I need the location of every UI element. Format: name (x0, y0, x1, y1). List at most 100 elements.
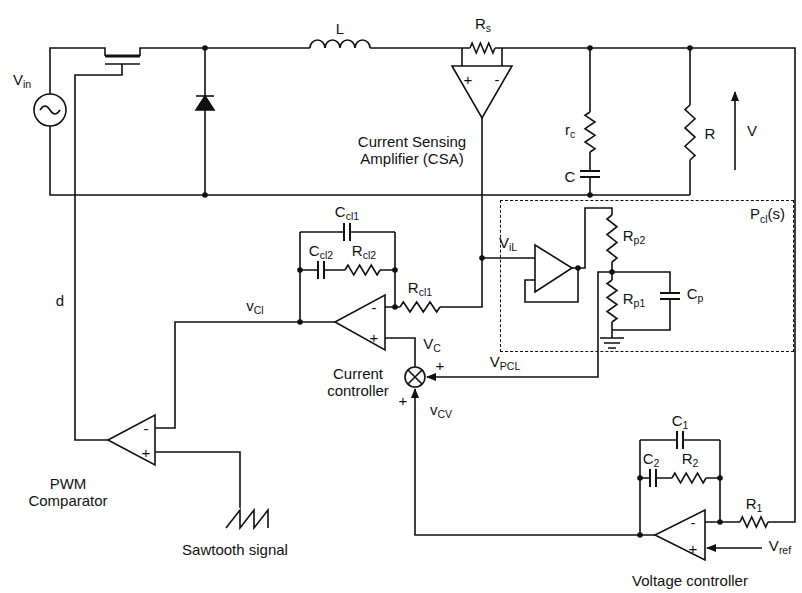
component-name: R (705, 125, 716, 142)
junction-dot (687, 45, 693, 51)
capacitor-symbol (580, 171, 600, 177)
pin-sign: + (399, 392, 408, 409)
csa-input (462, 48, 502, 66)
junction-dot (297, 319, 303, 325)
sawtooth-symbol (226, 510, 268, 528)
junction-dot (479, 255, 485, 261)
power-wire (495, 48, 795, 522)
power-wire (370, 47, 470, 49)
block-name: Voltage controller (632, 572, 748, 589)
current-feedback (300, 232, 395, 322)
block-name: Current Sensing Amplifier (CSA) (353, 133, 471, 167)
pin-sign: - (495, 71, 500, 88)
signal-name: V (747, 122, 757, 139)
csa-amplifier (452, 66, 512, 118)
junction-dot (575, 265, 581, 271)
resistor-symbol (400, 302, 440, 312)
resistor-symbol (345, 265, 380, 275)
component-name: Rp2 (623, 227, 646, 250)
junction-dot (637, 532, 643, 538)
signal-name: vCl (246, 297, 263, 320)
junction-dot (392, 304, 398, 310)
signal-name: VPCL (490, 353, 520, 376)
capacitor-symbol (677, 431, 683, 449)
junction-dot (609, 269, 615, 275)
pin-sign: + (436, 357, 445, 374)
pin-sign: + (689, 540, 698, 557)
component-name: Rcl1 (408, 279, 432, 302)
signal-name: vCV (430, 401, 452, 424)
sawtooth-wire (155, 452, 240, 508)
capacitor-symbol (650, 469, 656, 487)
signal-name: VC (423, 335, 441, 358)
component-name: C (565, 168, 576, 185)
power-wire (50, 48, 105, 94)
signal-name: Sawtooth signal (182, 541, 288, 558)
signal-name: d (56, 292, 64, 309)
cp-branch (612, 272, 670, 330)
component-name: Ccl1 (335, 203, 359, 226)
signal-name: ViL (499, 234, 517, 257)
block-title: Pcl(s) (501, 201, 793, 228)
junction-dot (587, 45, 593, 51)
vref-arrow (707, 547, 762, 549)
component-name: R2 (682, 450, 699, 473)
voltage-opamp (655, 510, 705, 560)
wire-graphic (34, 40, 795, 560)
junction-dot (637, 475, 643, 481)
junction-dot (202, 45, 208, 51)
component-name: C1 (672, 412, 689, 435)
capacitor-symbol (344, 223, 350, 241)
resistor-symbol (607, 280, 617, 322)
junction-dot (587, 192, 593, 198)
block-name: PWM Comparator (23, 475, 113, 509)
summing-cross (408, 370, 422, 384)
resistor-symbol (607, 215, 617, 262)
component-name: Ccl2 (309, 242, 333, 265)
pin-sign: - (691, 514, 696, 531)
ground-symbol (600, 338, 624, 348)
vcv-wire (415, 389, 655, 535)
vc-wire (385, 338, 415, 367)
source-name: Vin (13, 71, 31, 94)
capacitor-symbol (318, 261, 324, 279)
capacitor-branch (589, 48, 591, 195)
voltage-feedback (640, 440, 775, 535)
component-name: Rp1 (623, 290, 646, 313)
voltage-source-symbol (34, 94, 66, 126)
component-name: Rs (475, 15, 491, 38)
resistor-symbol (585, 112, 595, 152)
diode-wire (204, 48, 206, 195)
junction-dot (297, 267, 303, 273)
pin-sign: + (464, 71, 473, 88)
resistor-symbol (470, 43, 495, 53)
summing-junction (405, 367, 425, 387)
junction-dot (202, 192, 208, 198)
resistor-symbol (685, 105, 695, 160)
resistor-symbol (672, 473, 706, 483)
component-name: Rcl2 (352, 242, 376, 265)
component-name: rc (565, 121, 575, 144)
block-name: Current controller (318, 365, 398, 399)
pin-sign: + (370, 329, 379, 346)
voltage-arrow (734, 92, 736, 170)
buffer-feedback (525, 268, 578, 302)
power-wire (140, 48, 310, 56)
transfer-function-block: Pcl(s) (500, 200, 794, 352)
junction-dot (717, 519, 723, 525)
mosfet-channel (105, 55, 140, 58)
source-wave (40, 106, 60, 114)
pin-sign: - (144, 420, 149, 437)
pin-sign: + (142, 444, 151, 461)
component-name: L (336, 20, 344, 37)
component-name: R1 (746, 495, 763, 518)
vpcl-wire (427, 272, 612, 377)
component-name: C2 (643, 450, 660, 473)
resistor-symbol (740, 517, 768, 527)
buffer-opamp (535, 245, 572, 292)
junction-dot (717, 475, 723, 481)
component-name: Cp (687, 285, 704, 308)
gate-drive-wire (75, 64, 122, 440)
